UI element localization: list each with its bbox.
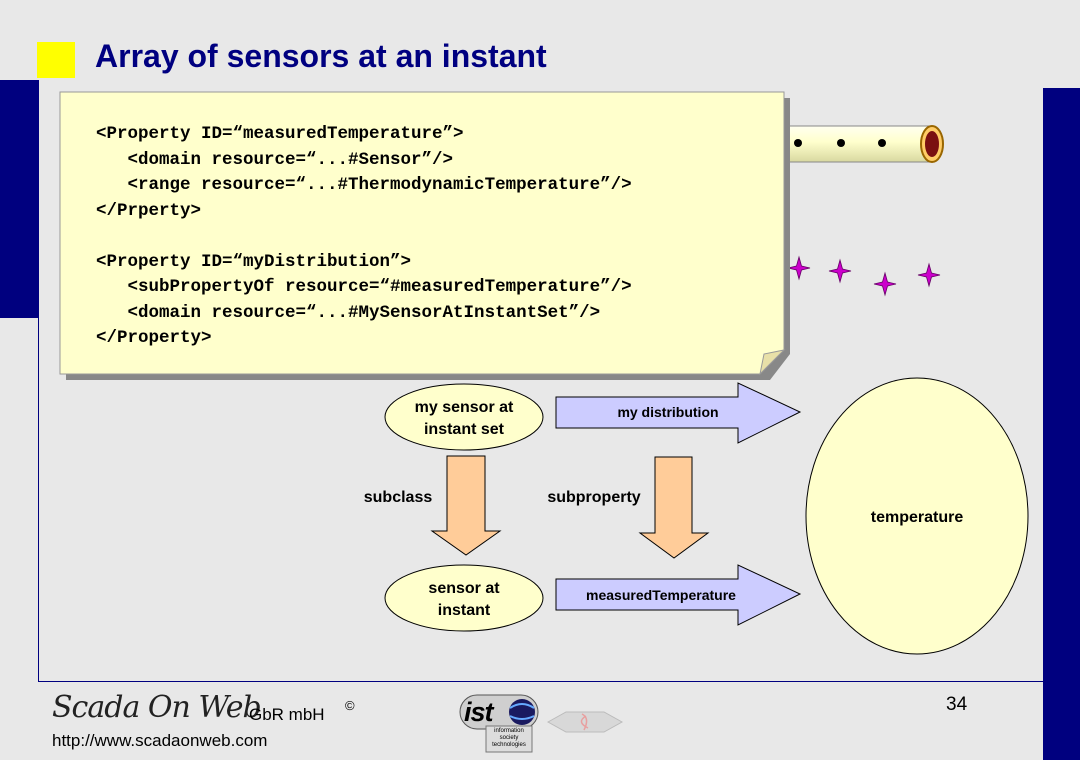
code-note: <Property ID=“measuredTemperature”> <dom… <box>60 92 782 374</box>
pipe-sensor-dot <box>837 139 845 147</box>
arrow-my-distribution <box>555 382 802 444</box>
copyright-mark: © <box>345 698 355 713</box>
title-accent-square <box>37 42 75 78</box>
company-suffix: GbR mbH <box>249 705 325 724</box>
arrow-subproperty <box>638 456 710 559</box>
star-icon <box>787 255 811 281</box>
node-temperature <box>805 377 1029 655</box>
code-line: </Prperty> <box>96 200 202 221</box>
ist-logo-graphic <box>459 694 539 753</box>
code-line: <subPropertyOf resource=“#measuredTemper… <box>96 277 632 297</box>
star-icon <box>873 271 897 297</box>
code-line: <domain resource=“...#MySensorAtInstantS… <box>96 302 601 323</box>
code-note-shape <box>59 91 790 380</box>
node-sensor-at-instant-line2: instant <box>438 602 491 619</box>
ist-logo-subtitle: information society technologies <box>492 728 526 748</box>
node-my-sensor-set-line1: my sensor at <box>415 399 514 416</box>
node-sensor-at-instant-line1: sensor at <box>428 580 500 597</box>
slide-title: Array of sensors at an instant <box>95 38 547 74</box>
node-temperature-label: temperature <box>871 509 964 526</box>
code-line <box>96 224 782 250</box>
sensor-stars <box>787 255 941 297</box>
node-my-sensor-set <box>384 383 544 451</box>
arrow-measured-temperature-label: measuredTemperature <box>586 587 736 603</box>
arrow-my-distribution-label: my distribution <box>617 404 718 420</box>
star-icon <box>828 258 852 284</box>
arrow-subclass <box>430 455 502 556</box>
arrow-measured-temperature <box>555 564 802 626</box>
code-line: <Property ID=“myDistribution”> <box>96 251 412 272</box>
code-line: <range resource=“...#ThermodynamicTemper… <box>96 175 632 195</box>
pipe-sensor-dot <box>794 139 802 147</box>
page-number: 34 <box>946 694 968 715</box>
pipe-inner <box>925 131 939 157</box>
company-url[interactable]: http://www.scadaonweb.com <box>52 731 268 750</box>
code-line: <domain resource=“...#Sensor”/> <box>96 149 454 170</box>
partner-logo-graphic <box>546 711 624 733</box>
frame-line-vertical <box>38 80 39 682</box>
pipe-sensor-dot <box>878 139 886 147</box>
node-my-sensor-set-line2: instant set <box>424 421 505 438</box>
ist-logo-text: ist <box>464 697 493 727</box>
left-frame-bar <box>0 80 38 318</box>
code-line: </Property> <box>96 328 212 348</box>
label-subproperty: subproperty <box>547 489 640 506</box>
frame-line-horizontal <box>38 681 1043 682</box>
right-frame-bar <box>1043 88 1080 760</box>
code-line: <Property ID=“measuredTemperature”> <box>96 124 464 144</box>
label-subclass: subclass <box>364 489 433 506</box>
scadaonweb-logo: Scada On Web <box>52 690 262 725</box>
star-icon <box>917 262 941 288</box>
node-sensor-at-instant <box>384 564 544 632</box>
